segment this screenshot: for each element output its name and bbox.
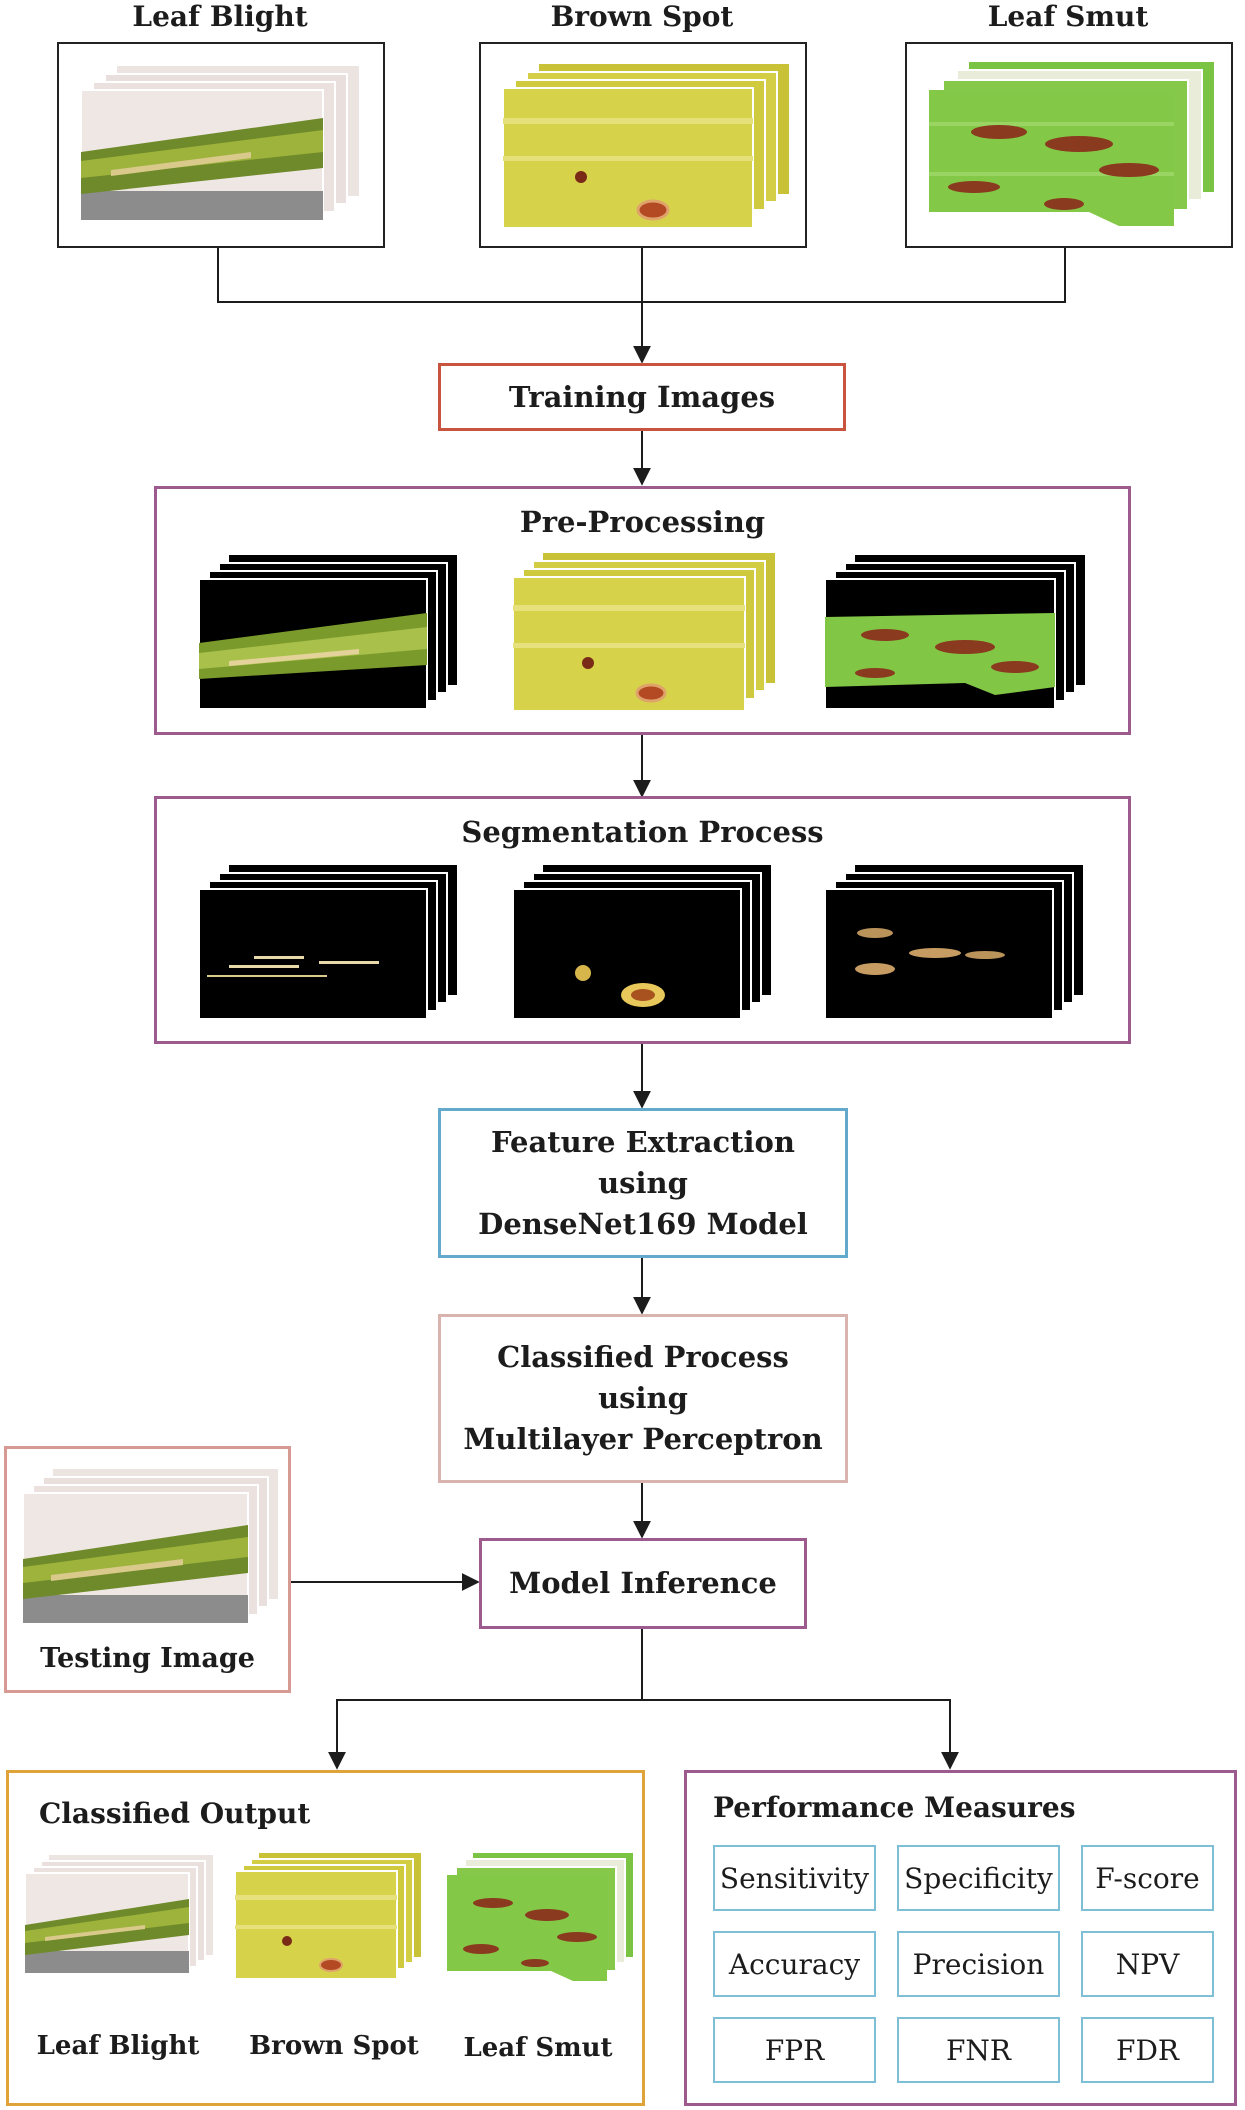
class-label-leaf-smut: Leaf Smut — [987, 0, 1149, 33]
metric-sensitivity: Sensitivity — [713, 1845, 876, 1911]
pre-processing-box: Pre-Processing — [154, 486, 1131, 735]
metric-fpr: FPR — [713, 2017, 876, 2083]
seg-leaf-blight-stack — [198, 865, 457, 1020]
output-label-leaf-blight: Leaf Blight — [36, 2031, 200, 2061]
dataset-box-leaf-blight — [57, 42, 385, 248]
classified-process-line3: Multilayer Perceptron — [463, 1422, 823, 1456]
classified-output-title: Classified Output — [39, 1797, 311, 1830]
metric-accuracy: Accuracy — [713, 1931, 876, 1997]
pre-brown-spot-stack — [512, 553, 775, 712]
output-leaf-smut-stack — [447, 1853, 633, 1981]
classified-process-box: Classified Process using Multilayer Perc… — [438, 1314, 848, 1483]
model-inference-box: Model Inference — [479, 1538, 807, 1629]
testing-image-label: Testing Image — [40, 1643, 255, 1674]
segmentation-title: Segmentation Process — [461, 815, 824, 849]
split-line — [328, 1628, 643, 1770]
pre-processing-title: Pre-Processing — [519, 505, 766, 539]
pre-leaf-smut-stack — [824, 555, 1085, 710]
metric-specificity: Specificity — [897, 1845, 1060, 1911]
segmentation-box: Segmentation Process — [154, 796, 1131, 1044]
metric-f-score: F-score — [1081, 1845, 1214, 1911]
dataset-box-leaf-smut — [905, 42, 1233, 248]
brown-spot-image-stack — [502, 64, 789, 229]
class-label-leaf-blight: Leaf Blight — [132, 0, 308, 33]
seg-leaf-smut-stack — [824, 865, 1083, 1020]
metric-fnr: FNR — [897, 2017, 1060, 2083]
dataset-box-brown-spot — [479, 42, 807, 248]
split-line-right — [642, 1699, 959, 1770]
metric-fdr: FDR — [1081, 2017, 1214, 2083]
leaf-blight-image-stack — [80, 66, 359, 221]
metric-npv: NPV — [1081, 1931, 1214, 1997]
feature-extraction-line3: DenseNet169 Model — [478, 1206, 808, 1241]
model-inference-label: Model Inference — [509, 1566, 777, 1600]
performance-measures-title: Performance Measures — [713, 1791, 1076, 1824]
seg-brown-spot-stack — [512, 865, 771, 1020]
class-label-brown-spot: Brown Spot — [550, 0, 734, 33]
testing-image-box: Testing Image — [4, 1446, 291, 1693]
pre-leaf-blight-stack — [198, 555, 457, 710]
metric-precision: Precision — [897, 1931, 1060, 1997]
output-label-leaf-smut: Leaf Smut — [463, 2033, 613, 2063]
output-brown-spot-stack — [234, 1853, 421, 1980]
feature-extraction-box: Feature Extraction using DenseNet169 Mod… — [438, 1108, 848, 1258]
output-leaf-blight-stack — [24, 1855, 213, 1974]
performance-measures-box: Performance Measures Sensitivity Specifi… — [684, 1770, 1237, 2106]
training-images-label: Training Images — [508, 379, 776, 414]
leaf-smut-image-stack — [929, 62, 1214, 226]
output-label-brown-spot: Brown Spot — [249, 2031, 419, 2061]
feature-extraction-line2: using — [598, 1165, 688, 1200]
classified-process-line2: using — [598, 1381, 688, 1415]
training-images-box: Training Images — [438, 363, 846, 431]
classified-process-line1: Classified Process — [497, 1340, 789, 1374]
classified-output-box: Classified Output Leaf Blight Brown Spot… — [6, 1770, 645, 2106]
feature-extraction-line1: Feature Extraction — [491, 1124, 795, 1159]
testing-image-stack — [22, 1469, 278, 1624]
